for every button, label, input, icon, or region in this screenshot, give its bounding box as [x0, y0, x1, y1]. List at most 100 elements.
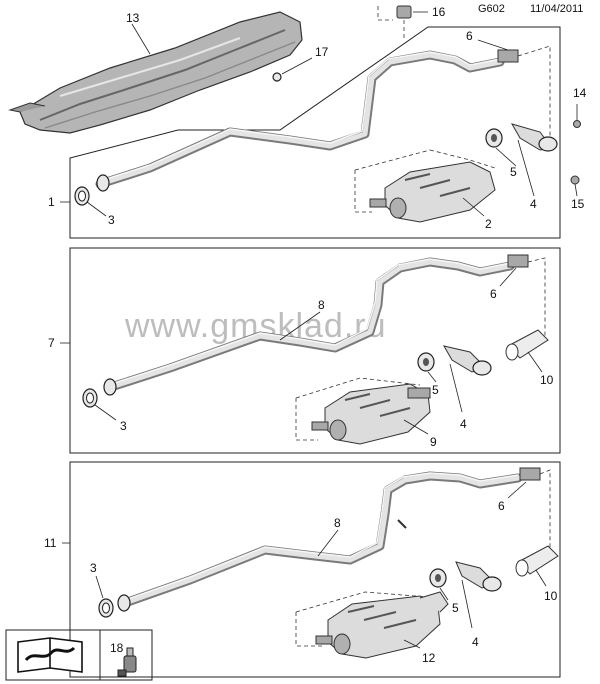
bracket-6-dash [517, 45, 551, 138]
leader-5 [439, 587, 449, 601]
exhaust-pipe-top-highlight [99, 51, 501, 182]
gasket-3-hole [78, 190, 86, 202]
muffler-12-ribs [347, 605, 417, 629]
panel-bottom: 3 8 6 12 5 4 10 [44, 461, 561, 678]
pipe-hook [397, 519, 407, 529]
muffler-12 [315, 591, 449, 659]
leader-5 [495, 147, 517, 167]
legend-box: 18 [5, 629, 153, 681]
label-3: 3 [120, 419, 127, 433]
label-17: 17 [315, 45, 329, 59]
bracket-6 [497, 49, 519, 63]
heat-shield [8, 11, 303, 134]
legend-box-frame [5, 629, 153, 681]
label-14: 14 [573, 86, 587, 100]
header-code: G602 [478, 3, 505, 15]
leader-8 [279, 311, 321, 341]
hanger-ring [472, 360, 492, 376]
heat-shield-body [19, 11, 303, 134]
muffler-9 [311, 383, 431, 445]
label-15: 15 [571, 197, 585, 211]
bracket-6 [507, 254, 529, 268]
muffler-12-end [333, 633, 351, 655]
label-6: 6 [498, 499, 505, 513]
bolt-14 [573, 120, 581, 128]
leader-6 [477, 39, 509, 51]
panel-middle-frame [69, 247, 561, 454]
exhaust-pipe-middle-inner [105, 259, 513, 391]
label-5: 5 [432, 383, 439, 397]
muffler-dash [295, 377, 421, 441]
pipe-flange [96, 174, 110, 192]
leader-9 [403, 419, 429, 435]
label-13: 13 [126, 11, 140, 25]
rubber-hanger-5-hole [435, 574, 441, 582]
label-9: 9 [430, 435, 437, 449]
panel-top: 13 17 16 3 6 [8, 5, 587, 239]
label-16: 16 [432, 5, 446, 19]
muffler-12-tailpipe [419, 591, 449, 613]
leader-5 [427, 371, 437, 383]
tube-nozzle [126, 647, 134, 657]
label-8: 8 [334, 516, 341, 530]
panel-top-frame [69, 26, 561, 239]
leader-3 [95, 575, 104, 599]
clip-16 [396, 5, 412, 19]
leader-8 [317, 529, 339, 557]
muffler-dash [295, 591, 441, 647]
exhaust-pipe-bottom-highlight [121, 472, 519, 602]
label-4: 4 [460, 417, 467, 431]
leader-10 [527, 351, 543, 373]
fastener-17 [272, 72, 282, 82]
tailpipe-tip-10-end [515, 559, 529, 577]
hanger-ring [482, 576, 502, 592]
leader-2 [462, 197, 485, 217]
leader-4 [449, 363, 463, 413]
bracket-6-dash [539, 469, 551, 560]
label-2: 2 [485, 217, 492, 231]
panel-middle: 3 8 6 9 5 4 10 7 [48, 247, 561, 454]
manual-book-icon [17, 637, 83, 673]
nut-15 [570, 175, 580, 185]
leader-4 [461, 579, 473, 629]
exhaust-pipe-top-inner [97, 52, 503, 187]
leader-17 [281, 57, 313, 75]
heat-shield-tab [8, 102, 46, 113]
tailpipe-tip-10-end [505, 343, 519, 361]
rubber-hanger-5-hole [491, 134, 497, 142]
bracket-6-dash [527, 257, 546, 340]
callout-11: 11 [44, 536, 57, 550]
muffler-12-outlet [315, 635, 333, 645]
sealant-tube-icon [117, 647, 137, 677]
label-4: 4 [530, 197, 537, 211]
label-10: 10 [540, 373, 554, 387]
gasket-3-hole [102, 602, 110, 614]
leader-10 [535, 569, 547, 587]
muffler-9-ribs [344, 393, 411, 417]
rubber-hanger-5-hole [423, 358, 429, 366]
header-date: 11/04/2011 [530, 3, 583, 15]
label-6: 6 [466, 29, 473, 43]
muffler-2-end [389, 197, 407, 219]
clip-16-dash [377, 6, 393, 21]
label-18: 18 [110, 641, 124, 655]
muffler-2-ribs [404, 173, 471, 197]
leader-6 [507, 481, 527, 499]
label-10: 10 [544, 589, 558, 603]
muffler-2-outlet [369, 198, 387, 208]
leader-3 [86, 201, 107, 217]
leader-15 [574, 183, 578, 197]
muffler-9-outlet [311, 421, 329, 431]
exhaust-pipe-bottom-inner [119, 473, 521, 607]
label-6: 6 [490, 287, 497, 301]
label-12: 12 [422, 651, 436, 665]
hanger-ring [538, 136, 558, 152]
tailpipe-tip-10 [515, 545, 559, 577]
tailpipe-tip-10 [505, 329, 549, 361]
heat-shield-ridge [44, 41, 296, 129]
muffler-2 [369, 161, 496, 223]
label-3: 3 [90, 561, 97, 575]
label-8: 8 [318, 298, 325, 312]
callout-1: 1 [48, 195, 55, 209]
wrench-icon [24, 646, 76, 662]
